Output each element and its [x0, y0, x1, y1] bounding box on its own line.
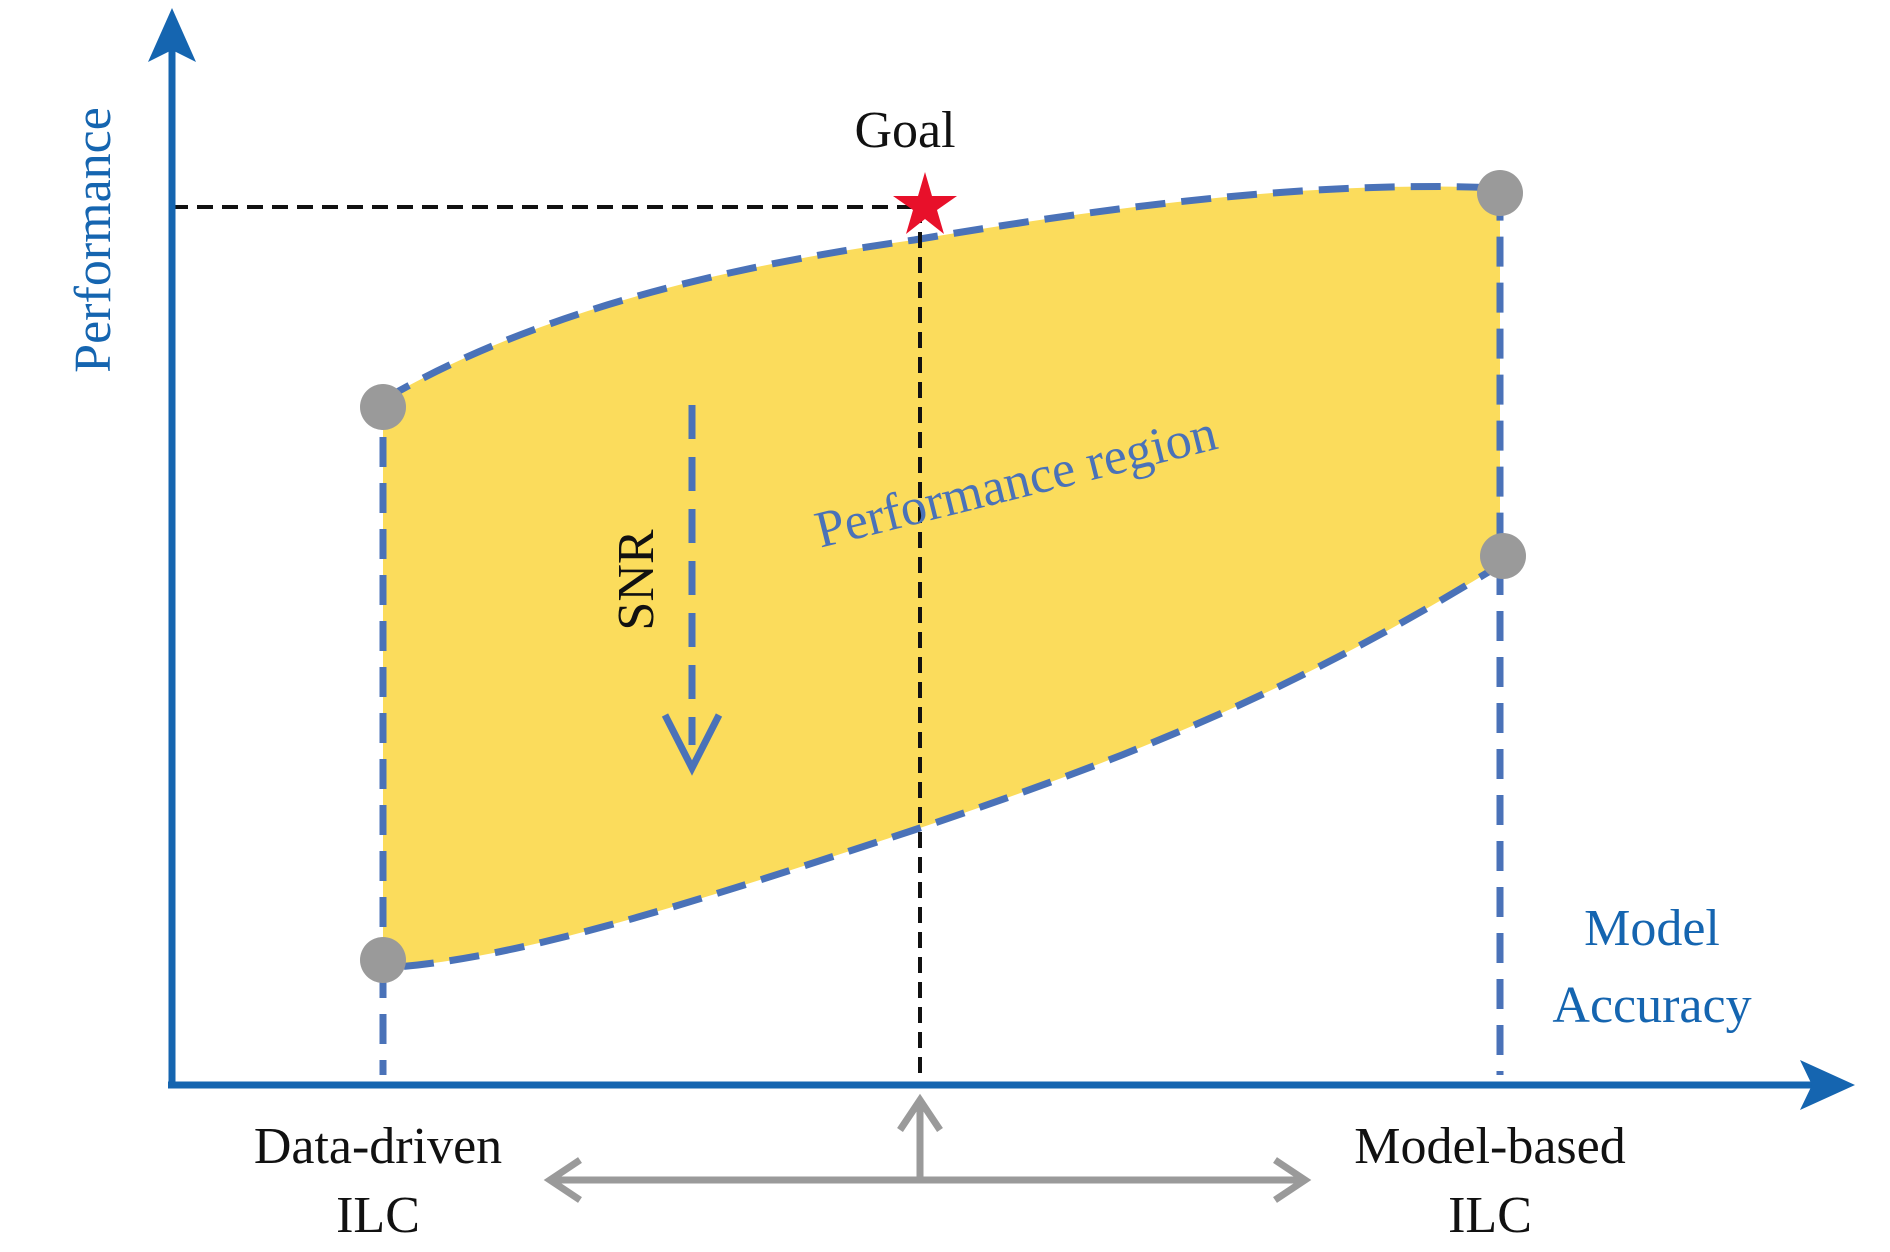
grey-arrow-right-head — [1273, 1157, 1312, 1203]
x-axis-arrowhead — [1800, 1060, 1855, 1110]
grey-arrow-left-head — [543, 1157, 582, 1203]
x-axis-label-line1: Model — [1584, 900, 1720, 957]
node-top-left — [360, 384, 406, 430]
data-driven-label-line2: ILC — [336, 1187, 420, 1244]
model-based-label-line1: Model-based — [1354, 1118, 1625, 1175]
goal-star-icon — [893, 172, 957, 234]
goal-label: Goal — [854, 102, 955, 159]
y-axis-arrowhead — [148, 8, 196, 62]
grey-arrow-up-head — [897, 1093, 943, 1132]
performance-region-fill — [383, 186, 1500, 968]
snr-arrow-head — [661, 713, 723, 776]
model-based-label-line2: ILC — [1448, 1187, 1532, 1244]
node-bottom-left — [360, 937, 406, 983]
node-bottom-right — [1480, 533, 1526, 579]
y-axis-label: Performance — [65, 107, 122, 373]
node-top-right — [1477, 170, 1523, 216]
snr-label: SNR — [608, 529, 665, 630]
x-axis-label-line2: Accuracy — [1552, 977, 1751, 1034]
data-driven-label-line1: Data-driven — [254, 1118, 502, 1175]
